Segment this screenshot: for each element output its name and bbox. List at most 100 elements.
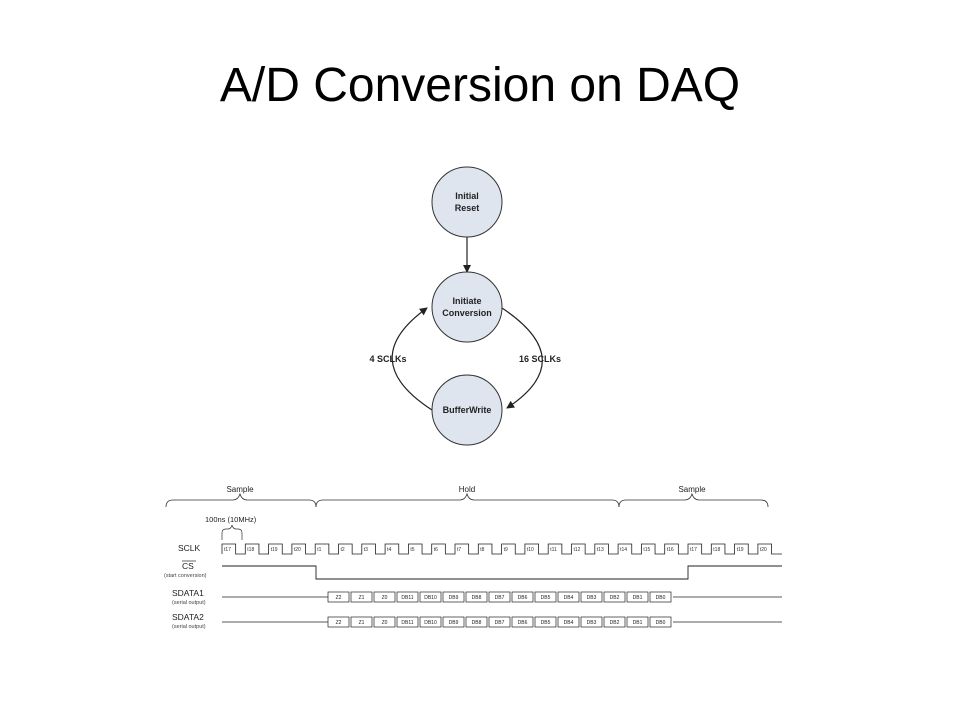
sclk-tick-label: t19 — [737, 547, 744, 553]
sclk-pulse-train — [221, 543, 782, 555]
sclk-tick-label: t19 — [271, 547, 278, 553]
sclk-tick-label: t8 — [480, 547, 484, 553]
sclk-tick-label: t10 — [527, 547, 534, 553]
data-bit-cell — [626, 616, 649, 628]
data-bit-label: Z0 — [382, 595, 388, 601]
sclk-tick-label: t20 — [760, 547, 767, 553]
cs-waveform — [222, 565, 782, 580]
signal-label-sdata2: SDATA2 — [172, 612, 204, 622]
data-bit-label: DB10 — [424, 595, 437, 601]
state-label-line: Conversion — [442, 308, 492, 318]
signal-sublabel-sdata1: (serial output) — [172, 600, 206, 606]
data-bit-cell — [419, 591, 442, 603]
data-bit-label: DB4 — [564, 620, 574, 626]
signal-label-cs: CS — [182, 561, 194, 571]
data-bit-cell — [603, 616, 626, 628]
data-bit-label: DB5 — [541, 595, 551, 601]
transition-arrow-initiate-to-bufferwrite — [501, 307, 543, 409]
data-bit-cell — [511, 616, 534, 628]
sclk-tick-label: t11 — [550, 547, 557, 553]
data-bit-cell — [557, 616, 580, 628]
sclk-tick-label: t15 — [643, 547, 650, 553]
data-bit-cell — [557, 591, 580, 603]
phase-brace — [618, 492, 769, 508]
data-bit-label: DB4 — [564, 595, 574, 601]
signal-label-sdata1: SDATA1 — [172, 588, 204, 598]
transition-label-4-sclks: 4 SCLKs — [369, 354, 406, 364]
data-bit-cell — [327, 591, 350, 603]
data-bit-label: DB7 — [495, 620, 505, 626]
state-diagram: Initial Reset Initiate Conversion Buffer… — [369, 166, 561, 446]
data-bit-cell — [442, 616, 465, 628]
phase-brace — [315, 492, 620, 508]
sclk-tick-label: t1 — [317, 547, 321, 553]
sclk-tick-label: t18 — [713, 547, 720, 553]
data-bit-cell — [649, 616, 672, 628]
data-bit-label: DB11 — [401, 620, 413, 626]
phase-label: Sample — [226, 485, 254, 494]
data-bit-cell — [350, 616, 373, 628]
data-bit-label: DB9 — [449, 620, 459, 626]
state-label-line: BufferWrite — [443, 405, 492, 415]
data-bit-cell — [534, 616, 557, 628]
state-initial-reset: Initial Reset — [431, 166, 503, 238]
data-bit-cell — [603, 591, 626, 603]
transition-label-16-sclks: 16 SCLKs — [519, 354, 561, 364]
data-bit-label: DB8 — [472, 595, 482, 601]
data-bit-cell — [488, 616, 511, 628]
sclk-tick-label: t7 — [457, 547, 461, 553]
phase-label: Hold — [459, 485, 475, 494]
data-bit-cell — [626, 591, 649, 603]
sclk-tick-label: t9 — [504, 547, 508, 553]
data-bit-label: DB10 — [424, 620, 437, 626]
data-bit-label: DB2 — [610, 595, 620, 601]
sclk-tick-label: t14 — [620, 547, 627, 553]
sclk-tick-label: t3 — [364, 547, 368, 553]
phase-label: Sample — [678, 485, 706, 494]
sclk-tick-label: t5 — [410, 547, 414, 553]
sclk-tick-label: t4 — [387, 547, 391, 553]
data-bit-label: DB0 — [656, 620, 666, 626]
data-bit-cell — [350, 591, 373, 603]
sclk-tick-label: t17 — [224, 547, 231, 553]
data-bit-label: DB1 — [633, 620, 643, 626]
sclk-tick-label: t16 — [667, 547, 674, 553]
data-bit-label: DB9 — [449, 595, 459, 601]
data-bit-cell — [442, 591, 465, 603]
sclk-tick-label: t20 — [294, 547, 301, 553]
transition-arrow-bufferwrite-to-initiate — [391, 307, 433, 411]
page-title: A/D Conversion on DAQ — [219, 59, 741, 112]
signal-sublabel-cs: (start conversion) — [164, 573, 207, 579]
state-label-line: Reset — [455, 203, 480, 213]
data-bit-label: Z1 — [359, 595, 365, 601]
data-bit-cell — [396, 616, 419, 628]
data-bit-label: DB6 — [518, 595, 528, 601]
data-bit-label: DB5 — [541, 620, 551, 626]
data-bit-cell — [534, 591, 557, 603]
data-bit-cell — [327, 616, 350, 628]
data-bit-label: Z2 — [336, 595, 342, 601]
data-bit-label: DB6 — [518, 620, 528, 626]
data-bit-cell — [580, 616, 603, 628]
data-bit-cell — [465, 591, 488, 603]
sclk-tick-label: t17 — [690, 547, 697, 553]
phase-brace — [165, 492, 317, 508]
data-bit-cell — [465, 616, 488, 628]
data-bit-label: DB2 — [610, 620, 620, 626]
sclk-tick-label: t18 — [247, 547, 254, 553]
data-bit-label: DB7 — [495, 595, 505, 601]
state-bufferwrite: BufferWrite — [431, 374, 503, 446]
data-bit-cell — [419, 616, 442, 628]
sclk-tick-label: t12 — [574, 547, 581, 553]
data-bit-label: Z0 — [382, 620, 388, 626]
signal-label-sclk: SCLK — [178, 543, 201, 553]
sclk-tick-label: t13 — [597, 547, 604, 553]
data-bit-label: Z2 — [336, 620, 342, 626]
data-bit-label: DB1 — [633, 595, 643, 601]
data-bit-cell — [373, 591, 396, 603]
data-bit-label: DB3 — [587, 620, 597, 626]
